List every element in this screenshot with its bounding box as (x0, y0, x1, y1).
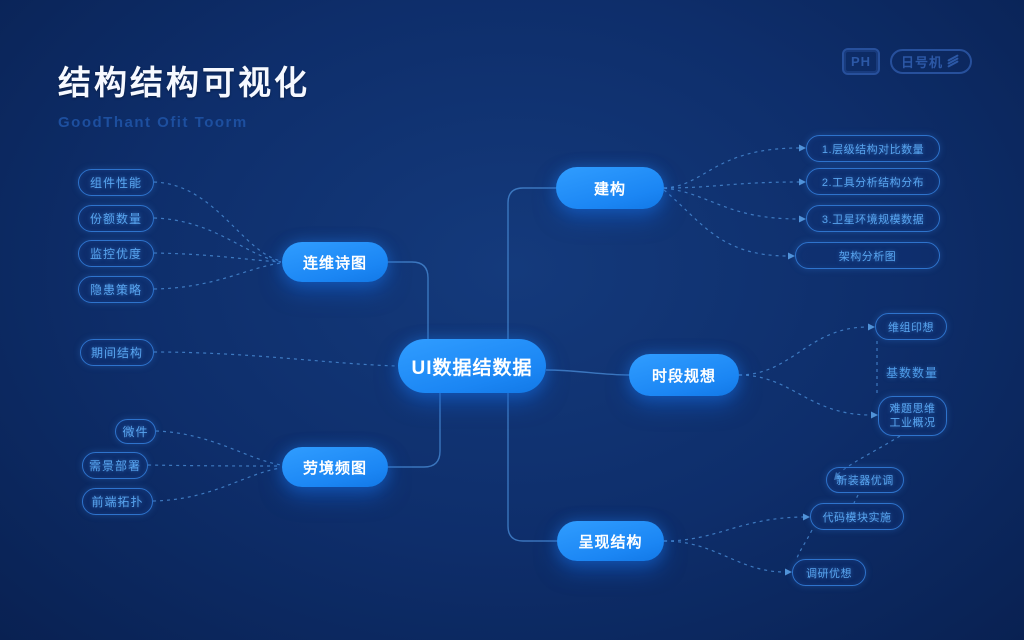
edge-f3-r1 (663, 147, 800, 189)
arrowhead (785, 568, 792, 576)
pill-logo-badge: 日号机 (889, 49, 972, 74)
edge-f4-rm3 (738, 374, 872, 416)
edge-central-f4 (545, 369, 630, 376)
node-right-mid-2[interactable]: 基数数量 (885, 365, 938, 380)
node-right-mid-3[interactable]: 难题思维 工业概况 (878, 396, 947, 436)
edge-l8-f2 (152, 467, 282, 502)
node-hub-left-top[interactable]: 连维诗图 (282, 242, 388, 282)
node-right-bottom-1[interactable]: 新装器优调 (826, 467, 904, 493)
node-left-2[interactable]: 份额数量 (78, 205, 154, 232)
edge-f5-rb3 (663, 540, 786, 573)
slash-icon (947, 53, 961, 68)
edge-l1-f1 (153, 181, 282, 262)
edge-rb1-rb2 (853, 494, 859, 504)
node-left-5[interactable]: 期间结构 (80, 339, 154, 366)
arrowhead (799, 178, 806, 186)
node-right-mid-1[interactable]: 维组印想 (875, 313, 947, 340)
arrowhead (803, 513, 810, 521)
logo-badges: PH 日号机 (841, 48, 972, 75)
ph-logo-badge: PH (841, 48, 880, 75)
node-left-6[interactable]: 微件 (115, 419, 156, 444)
node-left-8[interactable]: 前端拓扑 (82, 488, 153, 515)
edge-f5-rb2 (663, 516, 804, 542)
node-right-mid-3-line1: 难题思维 (889, 402, 936, 415)
edge-f3-r2 (663, 181, 800, 189)
edge-f2-central (388, 393, 441, 468)
node-right-bottom-2[interactable]: 代码模块实施 (810, 503, 904, 530)
edge-rb2-rb3 (796, 529, 813, 559)
edge-l3-f1 (153, 252, 282, 263)
edge-l2-f1 (153, 217, 282, 263)
edge-l6-f2 (155, 430, 282, 466)
node-left-4[interactable]: 隐患策略 (78, 276, 154, 303)
edge-f3-r3 (663, 187, 800, 220)
header: 结构结构可视化 GoodThant Ofit Toorm (58, 56, 310, 131)
arrowhead (799, 144, 806, 152)
node-right-3[interactable]: 3.卫星环境规模数据 (806, 205, 940, 232)
node-right-mid-3-line2: 工业概况 (889, 417, 936, 429)
edge-f3-r4 (663, 189, 789, 257)
edge-rm3-rb1 (837, 435, 901, 475)
node-right-2[interactable]: 2.工具分析结构分布 (806, 168, 940, 195)
arrowhead (871, 411, 878, 419)
node-right-4[interactable]: 架构分析图 (795, 242, 940, 269)
edge-l5-central (153, 351, 398, 367)
edge-central-f3 (507, 187, 556, 340)
page-title: 结构结构可视化 (58, 64, 310, 101)
edge-l4-f1 (153, 262, 282, 290)
edge-l7-f2 (147, 464, 282, 467)
node-left-1[interactable]: 组件性能 (78, 169, 154, 196)
pill-logo-label: 日号机 (900, 55, 943, 70)
node-left-3[interactable]: 监控优度 (78, 240, 154, 267)
node-hub-top[interactable]: 建构 (556, 167, 664, 209)
edge-f4-rm1 (738, 326, 869, 376)
edge-central-f5 (507, 393, 557, 542)
node-right-bottom-3[interactable]: 调研优想 (792, 559, 866, 586)
node-central[interactable]: UI数据结数据 (398, 339, 546, 393)
arrowhead (799, 215, 806, 223)
node-right-1[interactable]: 1.层级结构对比数量 (806, 135, 940, 162)
node-hub-mid[interactable]: 时段规想 (629, 354, 739, 396)
arrowhead (868, 323, 875, 331)
node-hub-bottom[interactable]: 呈现结构 (557, 521, 664, 561)
edge-f1-central (388, 261, 429, 340)
node-left-7[interactable]: 需景部署 (82, 452, 148, 479)
page-subtitle: GoodThant Ofit Toorm (58, 114, 248, 131)
node-hub-left-bottom[interactable]: 劳境频图 (282, 447, 388, 487)
arrowhead (788, 252, 795, 260)
